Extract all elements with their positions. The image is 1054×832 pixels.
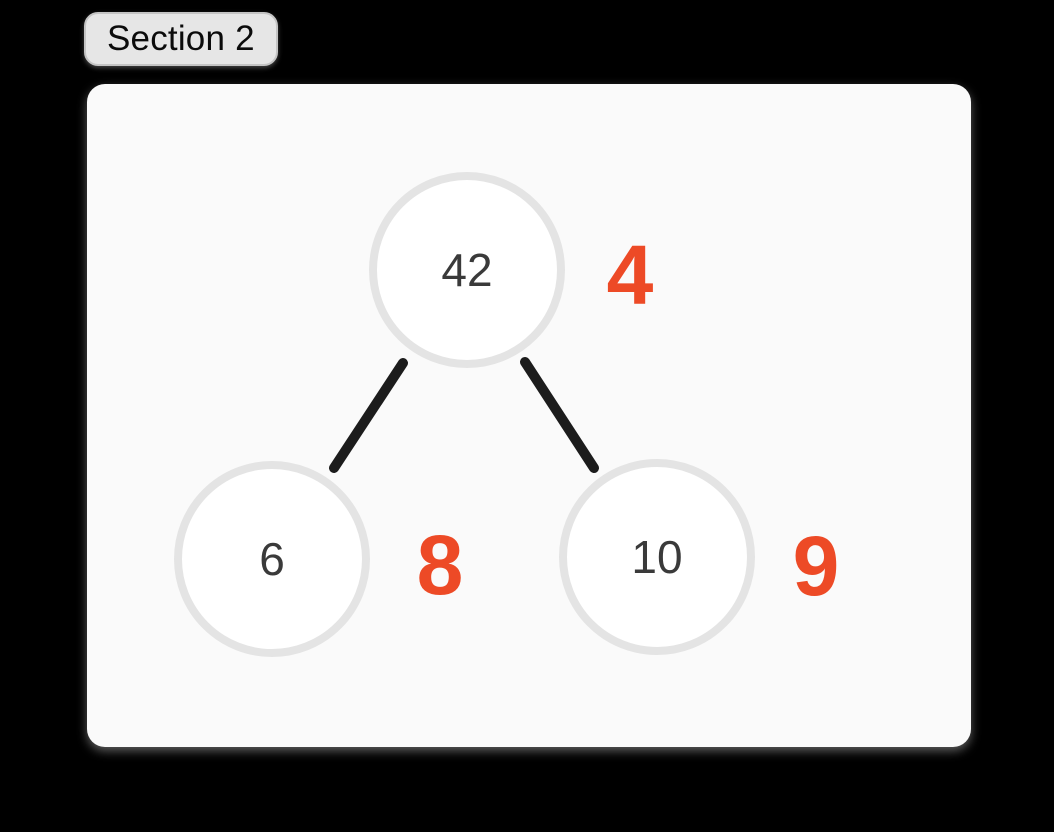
mark-label-right-child-text: 9 — [792, 518, 840, 613]
section-badge-label: Section 2 — [107, 19, 255, 58]
tree-edges-layer — [329, 357, 599, 473]
tree-node-right-child[interactable]: 10 — [559, 459, 755, 655]
section-badge: Section 2 — [84, 12, 278, 66]
mark-label-left-child: 8 — [380, 505, 500, 625]
tree-node-left-child[interactable]: 6 — [174, 461, 370, 657]
edge-root-to-right-child — [520, 357, 599, 473]
tree-node-right-child-value: 10 — [631, 531, 683, 583]
tree-node-root-value: 42 — [441, 244, 493, 296]
mark-label-right-child: 9 — [756, 506, 876, 626]
mark-label-root-text: 4 — [606, 227, 654, 322]
edge-root-to-left-child — [329, 358, 408, 473]
tree-node-left-child-value: 6 — [259, 533, 285, 585]
mark-label-left-child-text: 8 — [416, 517, 464, 612]
mark-label-root: 4 — [570, 215, 690, 335]
tree-card: 42 4 6 8 10 9 — [87, 84, 971, 747]
tree-node-root[interactable]: 42 — [369, 172, 565, 368]
